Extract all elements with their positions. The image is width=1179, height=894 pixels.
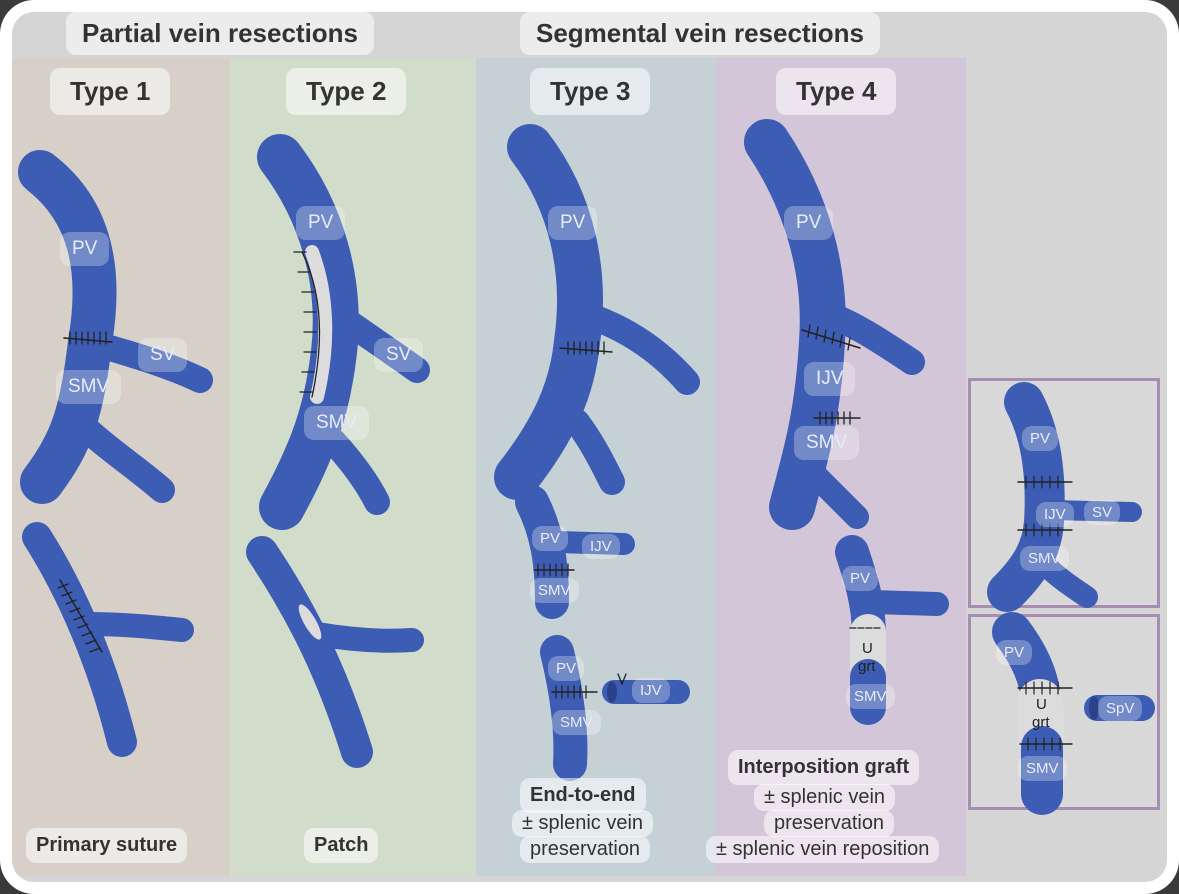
type1-top-vein [18, 150, 213, 504]
label-pv: PV [1022, 426, 1059, 451]
vein-diagrams [18, 119, 1155, 815]
footer-type-4-title: Interposition graft [728, 750, 920, 785]
footer-type-4-line-1: ± splenic vein [754, 784, 896, 811]
label-smv: SMV [1018, 756, 1067, 781]
header-segmental-resections: Segmental vein resections [520, 12, 881, 55]
type4-bottom-vein [835, 535, 949, 725]
label-pv: PV [996, 640, 1033, 665]
figure-canvas: Partial vein resections Segmental vein r… [12, 12, 1167, 882]
label-pv: PV [548, 656, 585, 681]
type1-bottom-vein [22, 522, 194, 757]
footer-type-4-line-2: preservation [764, 810, 895, 837]
footer-type-2: Patch [304, 828, 379, 863]
label-smv: SMV [794, 426, 860, 460]
label-smv: SMV [846, 684, 895, 709]
label-smv: SMV [530, 578, 579, 603]
type-1-title: Type 1 [50, 68, 171, 115]
label-pv: PV [548, 206, 598, 240]
label-graft-u: U [862, 640, 873, 657]
label-smv: SMV [304, 406, 370, 440]
type3-mid-vein [515, 485, 635, 619]
label-graft-grt: grt [858, 658, 876, 675]
label-ijv: IJV [632, 678, 670, 703]
label-pv: PV [60, 232, 110, 266]
label-spv: SpV [1098, 696, 1143, 721]
type-3-title: Type 3 [530, 68, 651, 115]
footer-type-4-line-3: ± splenic vein reposition [706, 836, 940, 863]
label-sv: SV [1084, 500, 1121, 525]
label-graft-u: U [1036, 696, 1047, 713]
footer-type-3-line-1: ± splenic vein [512, 810, 654, 837]
label-pv: PV [784, 206, 834, 240]
type4-top-vein [744, 119, 925, 530]
footer-type-3-line-2: preservation [520, 836, 651, 863]
label-sv: SV [374, 338, 424, 372]
label-smv: SMV [1020, 546, 1069, 571]
label-ijv: IJV [1036, 502, 1074, 527]
footer-type-1: Primary suture [26, 828, 188, 863]
label-pv: PV [296, 206, 346, 240]
type-4-title: Type 4 [776, 68, 897, 115]
label-ijv: IJV [582, 534, 620, 559]
panel-type-4 [716, 58, 966, 876]
footer-type-3-title: End-to-end [520, 778, 646, 813]
type2-bottom-vein [246, 536, 424, 768]
header-partial-resections: Partial vein resections [66, 12, 375, 55]
type3-bottom-vein [540, 635, 690, 781]
type2-top-vein [257, 134, 430, 530]
type-2-title: Type 2 [286, 68, 407, 115]
inset-bottom-vein [992, 612, 1155, 815]
label-graft-grt: grt [1032, 714, 1050, 731]
label-pv: PV [532, 526, 569, 551]
label-smv: SMV [56, 370, 122, 404]
label-smv: SMV [552, 710, 601, 735]
label-ijv: IJV [804, 362, 856, 396]
inset-top-vein [987, 382, 1142, 612]
label-sv: SV [138, 338, 188, 372]
type3-top-vein [494, 124, 700, 500]
label-pv: PV [842, 566, 879, 591]
